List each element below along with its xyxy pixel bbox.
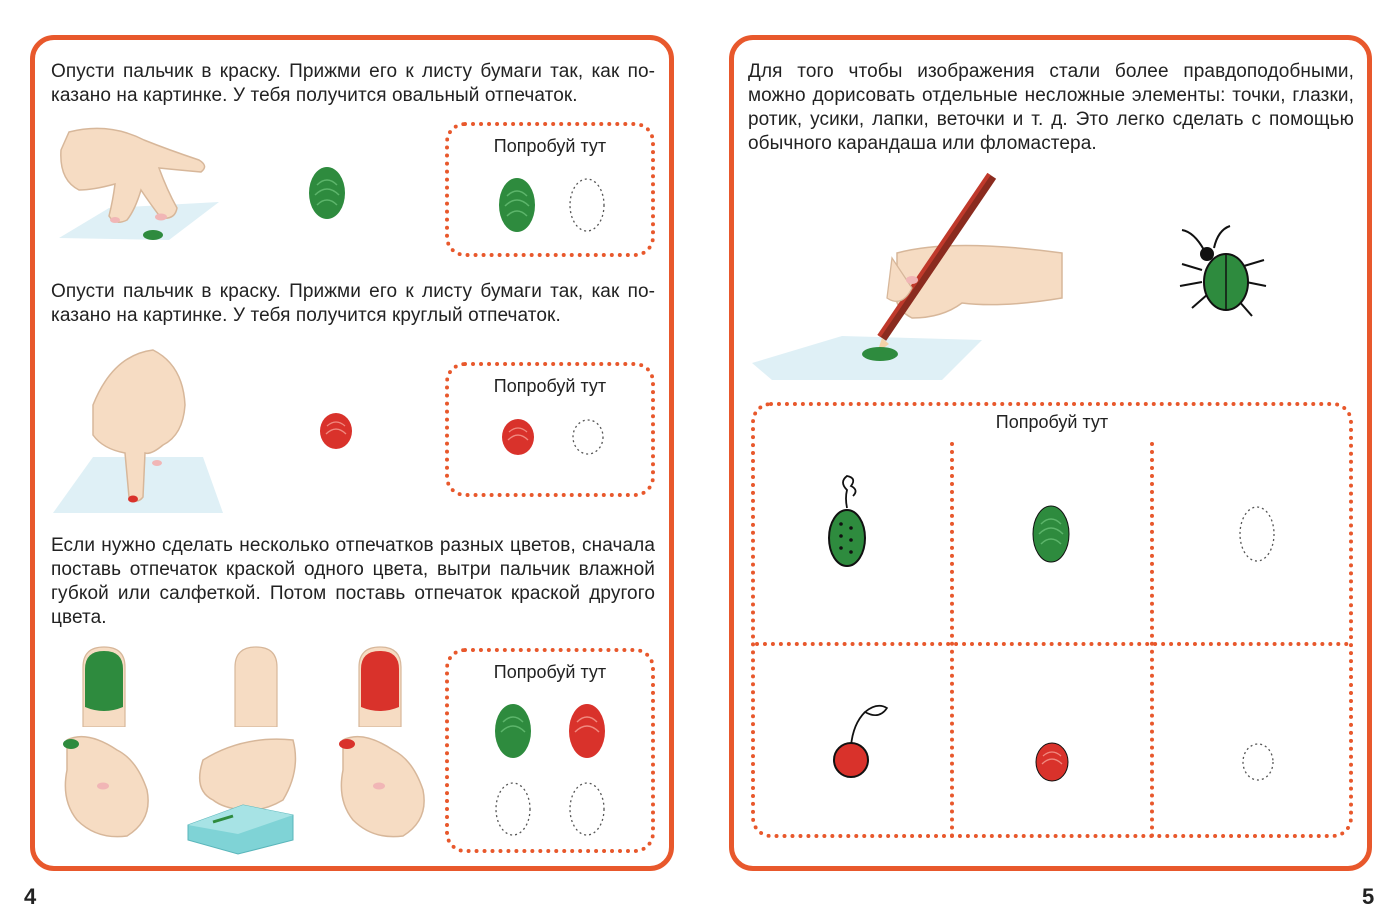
oval-print-example [499,178,535,232]
left-page: Опусти пальчик в краску. Прижми его к ли… [30,35,674,871]
round-print-example [502,419,534,455]
try-box-3[interactable]: Попробуй тут [445,648,655,853]
right-page-text: Для того чтобы изображения стали более п… [748,61,1354,154]
try-box-2[interactable]: Попробуй тут [445,362,655,497]
pointing-hand-illustration [53,349,223,513]
try-label: Попробуй тут [493,662,607,682]
section3-text: Если нужно сделать несколько отпечатков … [51,535,655,628]
dotted-outline-oval[interactable] [1237,504,1277,564]
try-grid-box[interactable]: Попробуй тут [751,402,1353,838]
try-label: Попробуй тут [493,136,607,156]
green-print-example [1032,505,1070,563]
dotted-outline-round[interactable] [1241,742,1275,782]
section1-text: Опусти пальчик в краску. Прижми его к ли… [51,61,655,106]
red-print-example [1035,742,1069,782]
round-dotted-outline[interactable] [571,418,605,456]
hand-pressing-illustration [59,127,219,240]
try-box-1[interactable]: Попробуй тут [445,122,655,257]
dotted-outline-2[interactable] [567,780,607,838]
cherry-drawing [833,704,889,778]
dotted-outline-1[interactable] [493,780,533,838]
hand-green-tip-illustration [63,735,149,838]
hand-with-pencil-illustration [752,172,1063,380]
grid-divider [755,642,1349,646]
green-finger-icon [82,646,126,727]
grid-divider [1150,442,1154,838]
red-finger-icon [358,646,402,727]
right-page: Для того чтобы изображения стали более п… [729,35,1372,871]
page-number-right: 5 [1362,884,1375,909]
section2-text: Опусти пальчик в краску. Прижми его к ли… [51,281,655,326]
page-number-left: 4 [24,884,37,909]
grid-divider [950,442,954,838]
try-label: Попробуй тут [493,376,607,396]
decorated-berry-drawing [828,475,866,567]
red-print-example [569,704,605,758]
hand-red-tip-illustration [339,735,425,838]
oval-print-sample [309,167,345,219]
beetle-drawing [1179,225,1267,317]
round-print-sample [320,413,352,449]
hand-sponge-illustration [187,738,297,855]
green-print-example [495,704,531,758]
try-label: Попробуй тут [995,412,1109,432]
clean-finger-icon [234,646,278,727]
oval-dotted-outline[interactable] [567,176,607,234]
